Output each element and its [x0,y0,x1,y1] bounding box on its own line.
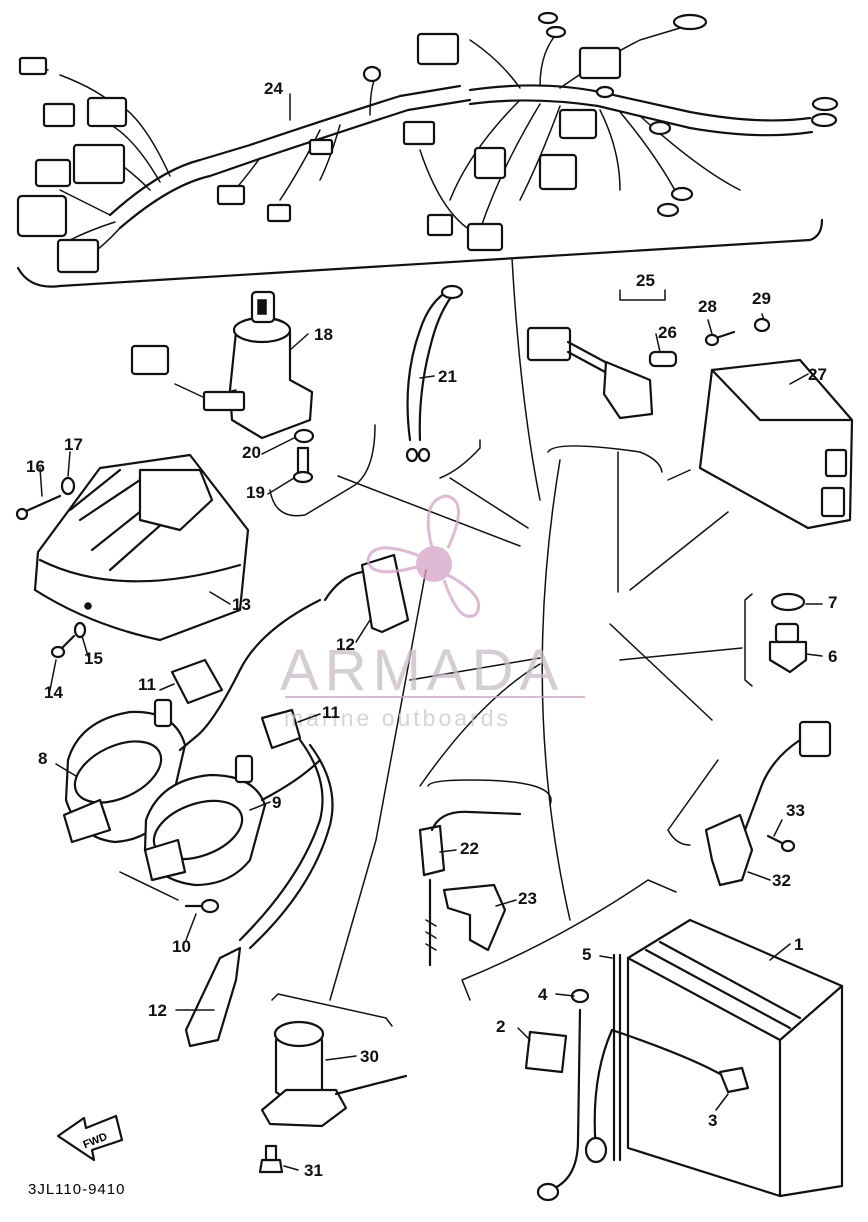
callout-labels: 1 2 3 4 5 6 7 8 9 10 11 11 12 12 13 14 1… [26,79,837,1180]
cdi-box-27 [698,358,854,530]
bracket-11-upper [170,658,224,705]
watermark: ARMADA marine outboards [280,494,585,731]
callout-26: 26 [658,323,677,342]
callout-10: 10 [172,937,191,956]
callout-1: 1 [794,935,803,954]
lead-wire-21 [405,284,464,463]
sensor-lead-22 [418,779,552,967]
plug-cap-12-lower [184,738,334,1048]
bolt-16 [15,494,62,521]
washer-20 [293,428,315,444]
screw-33 [766,834,796,853]
sensor-32 [704,720,832,887]
washer-17 [60,476,76,496]
plug-cap-12-upper [323,553,410,634]
callout-22: 22 [460,839,479,858]
callout-27: 27 [808,365,827,384]
callout-17: 17 [64,435,83,454]
watermark-logo [366,494,481,618]
bracket-11-lower [260,708,302,750]
callout-15: 15 [84,649,103,668]
diagram-code: 3JL110-9410 [28,1181,125,1198]
callout-8: 8 [38,749,47,768]
callout-7: 7 [828,593,837,612]
callout-18: 18 [314,325,333,344]
callout-20: 20 [242,443,261,462]
positive-lead-3 [584,1028,750,1164]
callout-9: 9 [272,793,281,812]
callout-25: 25 [636,271,655,290]
callout-23: 23 [518,889,537,908]
ignition-coil-9 [143,754,322,887]
callout-16: 16 [26,457,45,476]
callout-3: 3 [708,1111,717,1130]
callout-31: 31 [304,1161,323,1180]
callout-11-upper: 11 [138,675,156,694]
callout-11-lower: 11 [322,703,340,722]
callout-28: 28 [698,297,717,316]
washer-29 [753,317,771,333]
callout-32: 32 [772,871,791,890]
callout-5: 5 [582,945,591,964]
washer-15 [73,621,87,639]
watermark-brand: ARMADA [280,638,564,703]
watermark-tagline: marine outboards [284,705,511,731]
washer-7 [770,592,806,612]
bolt-14 [50,634,76,659]
main-switch [130,290,314,440]
breather-pipe-5 [612,953,622,1162]
bolt-19 [292,446,314,484]
callout-13: 13 [232,595,251,614]
callout-19: 19 [246,483,265,502]
starter-relay-30 [260,993,408,1128]
callout-6: 6 [828,647,837,666]
wire-harness [16,11,839,288]
negative-lead-2 [524,1008,582,1202]
callout-12-upper: 12 [336,635,355,654]
fuse-26 [648,350,678,368]
neutral-switch-6 [744,593,808,687]
callout-33: 33 [786,801,805,820]
callout-24: 24 [264,79,283,98]
bracket-23 [442,883,507,952]
forward-arrow-icon: FWD [56,1114,124,1162]
screw-28 [704,330,736,347]
callout-21: 21 [438,367,457,386]
callout-12-lower: 12 [148,1001,167,1020]
cdi-unit [33,453,250,642]
bolt-31 [258,1144,284,1174]
callout-2: 2 [496,1017,505,1036]
fuse-holder-25 [526,289,666,420]
callout-29: 29 [752,289,771,308]
screw-10 [184,898,220,914]
battery-1 [626,918,844,1198]
callout-4: 4 [538,985,548,1004]
callout-leaders [39,93,823,1171]
callout-30: 30 [360,1047,379,1066]
callout-14: 14 [44,683,63,702]
